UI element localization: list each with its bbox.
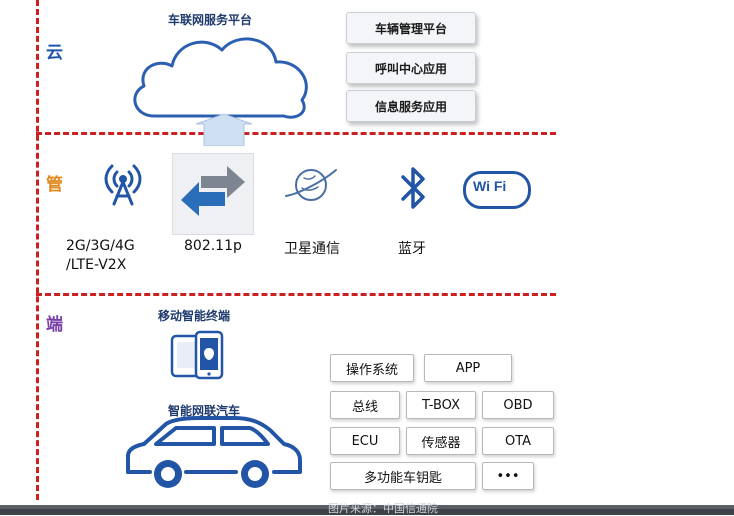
component-app[interactable]: APP — [424, 354, 512, 382]
component-sensor[interactable]: 传感器 — [406, 427, 476, 455]
exchange-arrows-icon — [181, 166, 245, 216]
component-bus[interactable]: 总线 — [330, 391, 400, 419]
layer-label-pipe: 管 — [46, 175, 63, 195]
mobile-devices-icon — [170, 330, 224, 380]
component-ecu[interactable]: ECU — [330, 427, 400, 455]
upload-arrow-icon — [195, 113, 253, 146]
connected-car-title: 智能网联汽车 — [168, 404, 241, 418]
cloud-platform-title: 车联网服务平台 — [168, 13, 253, 27]
platform-vehicle-management[interactable]: 车辆管理平台 — [346, 12, 476, 44]
car-icon — [126, 416, 302, 488]
layer-label-cloud: 云 — [46, 43, 63, 63]
bottom-bar-dark — [0, 509, 734, 515]
label-bluetooth: 蓝牙 — [398, 241, 426, 257]
layer-label-terminal: 端 — [46, 315, 63, 335]
platform-info-service[interactable]: 信息服务应用 — [346, 90, 476, 122]
antenna-icon — [104, 164, 142, 206]
platform-call-center[interactable]: 呼叫中心应用 — [346, 52, 476, 84]
label-cellular-line2: /LTE-V2X — [66, 257, 127, 273]
component-obd[interactable]: OBD — [482, 391, 554, 419]
component-more[interactable]: ••• — [482, 462, 534, 490]
bluetooth-icon — [401, 167, 425, 209]
pipe-terminal-divider — [36, 293, 556, 296]
wifi-badge-text: Wi Fi — [473, 178, 507, 194]
label-satellite: 卫星通信 — [284, 241, 340, 257]
cloud-pipe-divider — [36, 132, 556, 135]
component-ota[interactable]: OTA — [482, 427, 554, 455]
exchange-icon-tile — [172, 153, 254, 235]
label-80211p: 802.11p — [184, 238, 242, 254]
wifi-icon: Wi Fi — [463, 171, 531, 209]
image-source-note: 图片来源：中国信通院 — [328, 502, 438, 515]
cloud-icon — [133, 37, 308, 119]
left-divider-line — [36, 0, 39, 500]
satellite-icon — [285, 169, 337, 201]
label-cellular-line1: 2G/3G/4G — [66, 238, 135, 254]
mobile-terminal-title: 移动智能终端 — [158, 309, 231, 323]
component-multifunction-key[interactable]: 多功能车钥匙 — [330, 462, 476, 490]
component-os[interactable]: 操作系统 — [330, 354, 414, 382]
component-tbox[interactable]: T-BOX — [406, 391, 476, 419]
